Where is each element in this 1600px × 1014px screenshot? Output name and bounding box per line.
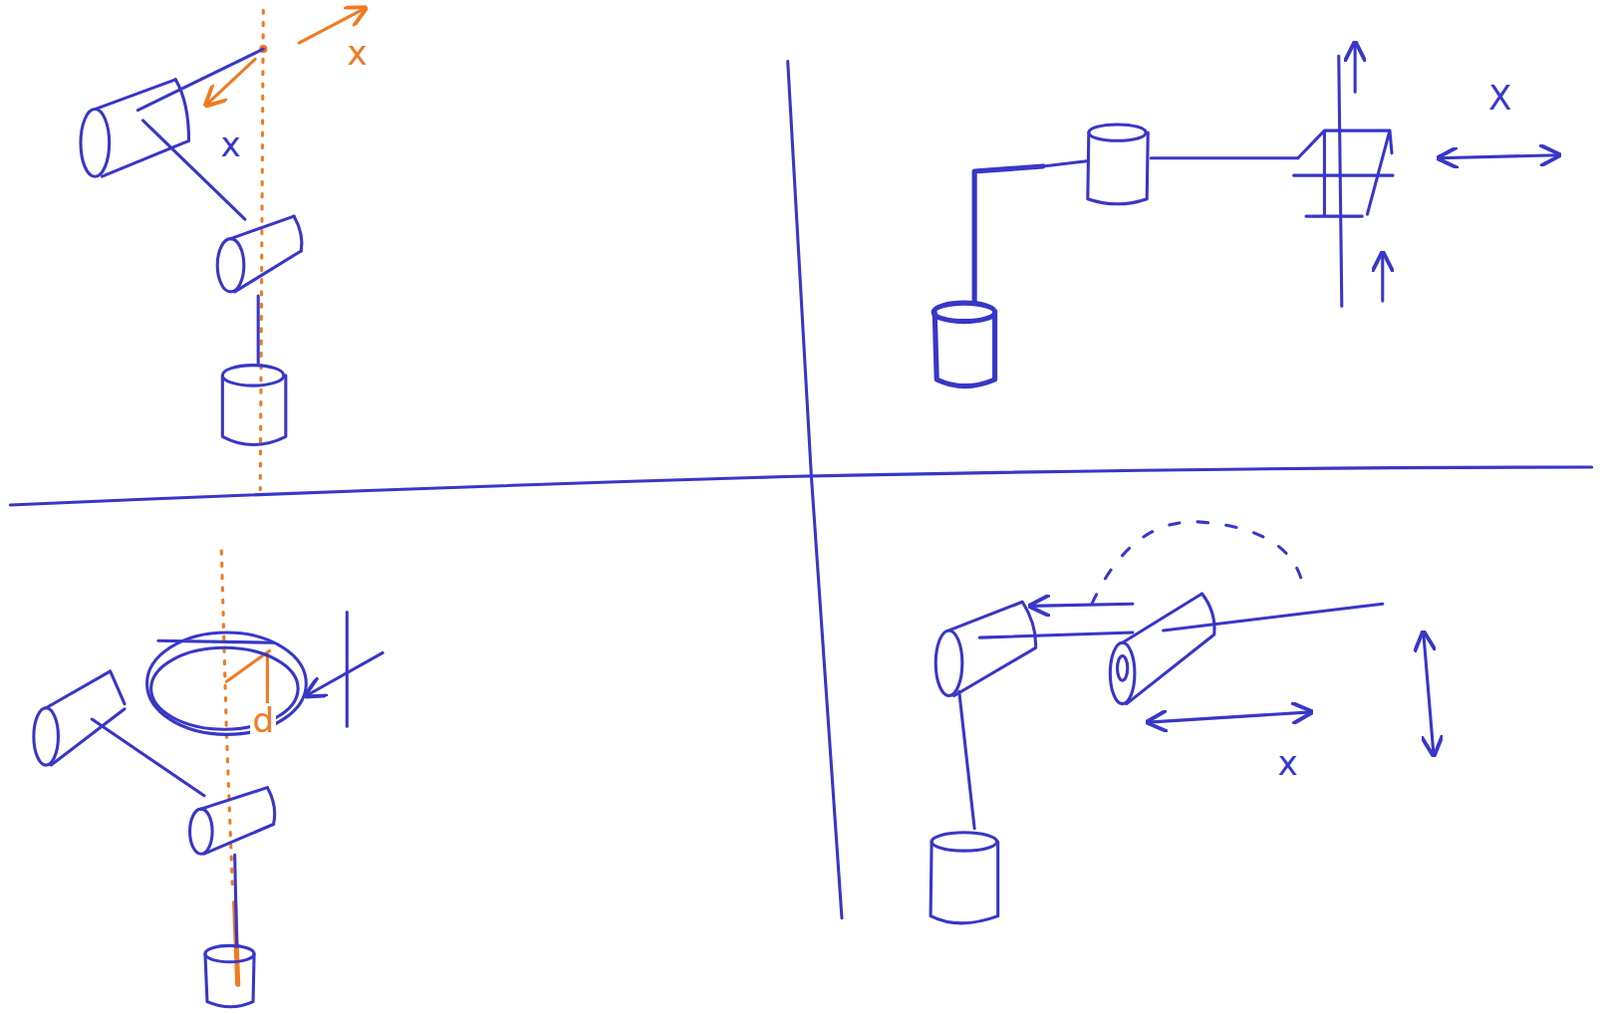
quadrant-divider xyxy=(9,60,1592,918)
joint-axis xyxy=(221,550,269,985)
joint-axis xyxy=(206,7,366,490)
manipulator-sketch xyxy=(33,611,383,1007)
axis-label: x xyxy=(344,35,369,70)
manipulator-sketch xyxy=(80,48,302,445)
manipulator-sketch xyxy=(930,522,1434,924)
offset-label: d xyxy=(250,703,276,738)
axis-label: x xyxy=(1276,746,1301,781)
manipulator-sketch xyxy=(933,42,1560,387)
axis-label: X xyxy=(1486,80,1514,115)
axis-label: x xyxy=(218,127,243,162)
